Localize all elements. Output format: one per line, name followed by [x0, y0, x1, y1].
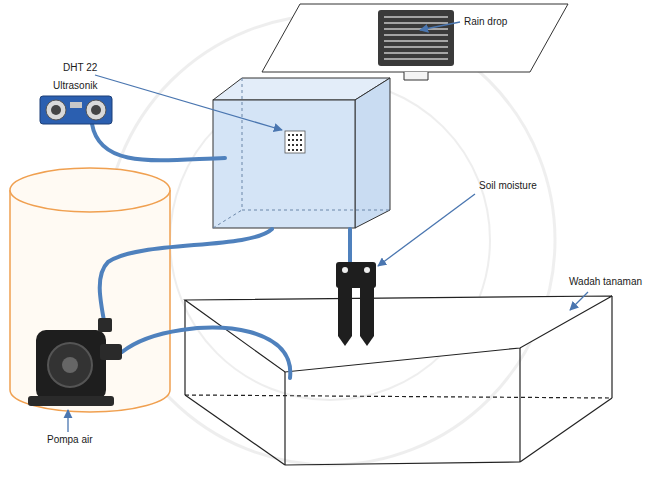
part-label: DHT 22 — [62, 62, 98, 73]
plant-container — [185, 296, 612, 465]
rain-drop-sensor — [262, 4, 568, 80]
part-label: Pompa air — [46, 434, 94, 445]
control-box — [213, 78, 390, 228]
ultrasonic-sensor — [40, 96, 112, 124]
part-label: Wadah tanaman — [568, 276, 643, 287]
water-pump — [28, 318, 122, 406]
part-label: Soil moisture — [478, 180, 538, 191]
water-tank — [10, 168, 170, 412]
part-label: Rain drop — [463, 16, 508, 27]
part-label: Ultrasonik — [52, 80, 98, 91]
dht22-sensor — [285, 131, 305, 153]
soil-moisture-sensor — [336, 262, 376, 346]
water-pipes — [92, 124, 350, 378]
leader-arrows — [68, 22, 588, 432]
